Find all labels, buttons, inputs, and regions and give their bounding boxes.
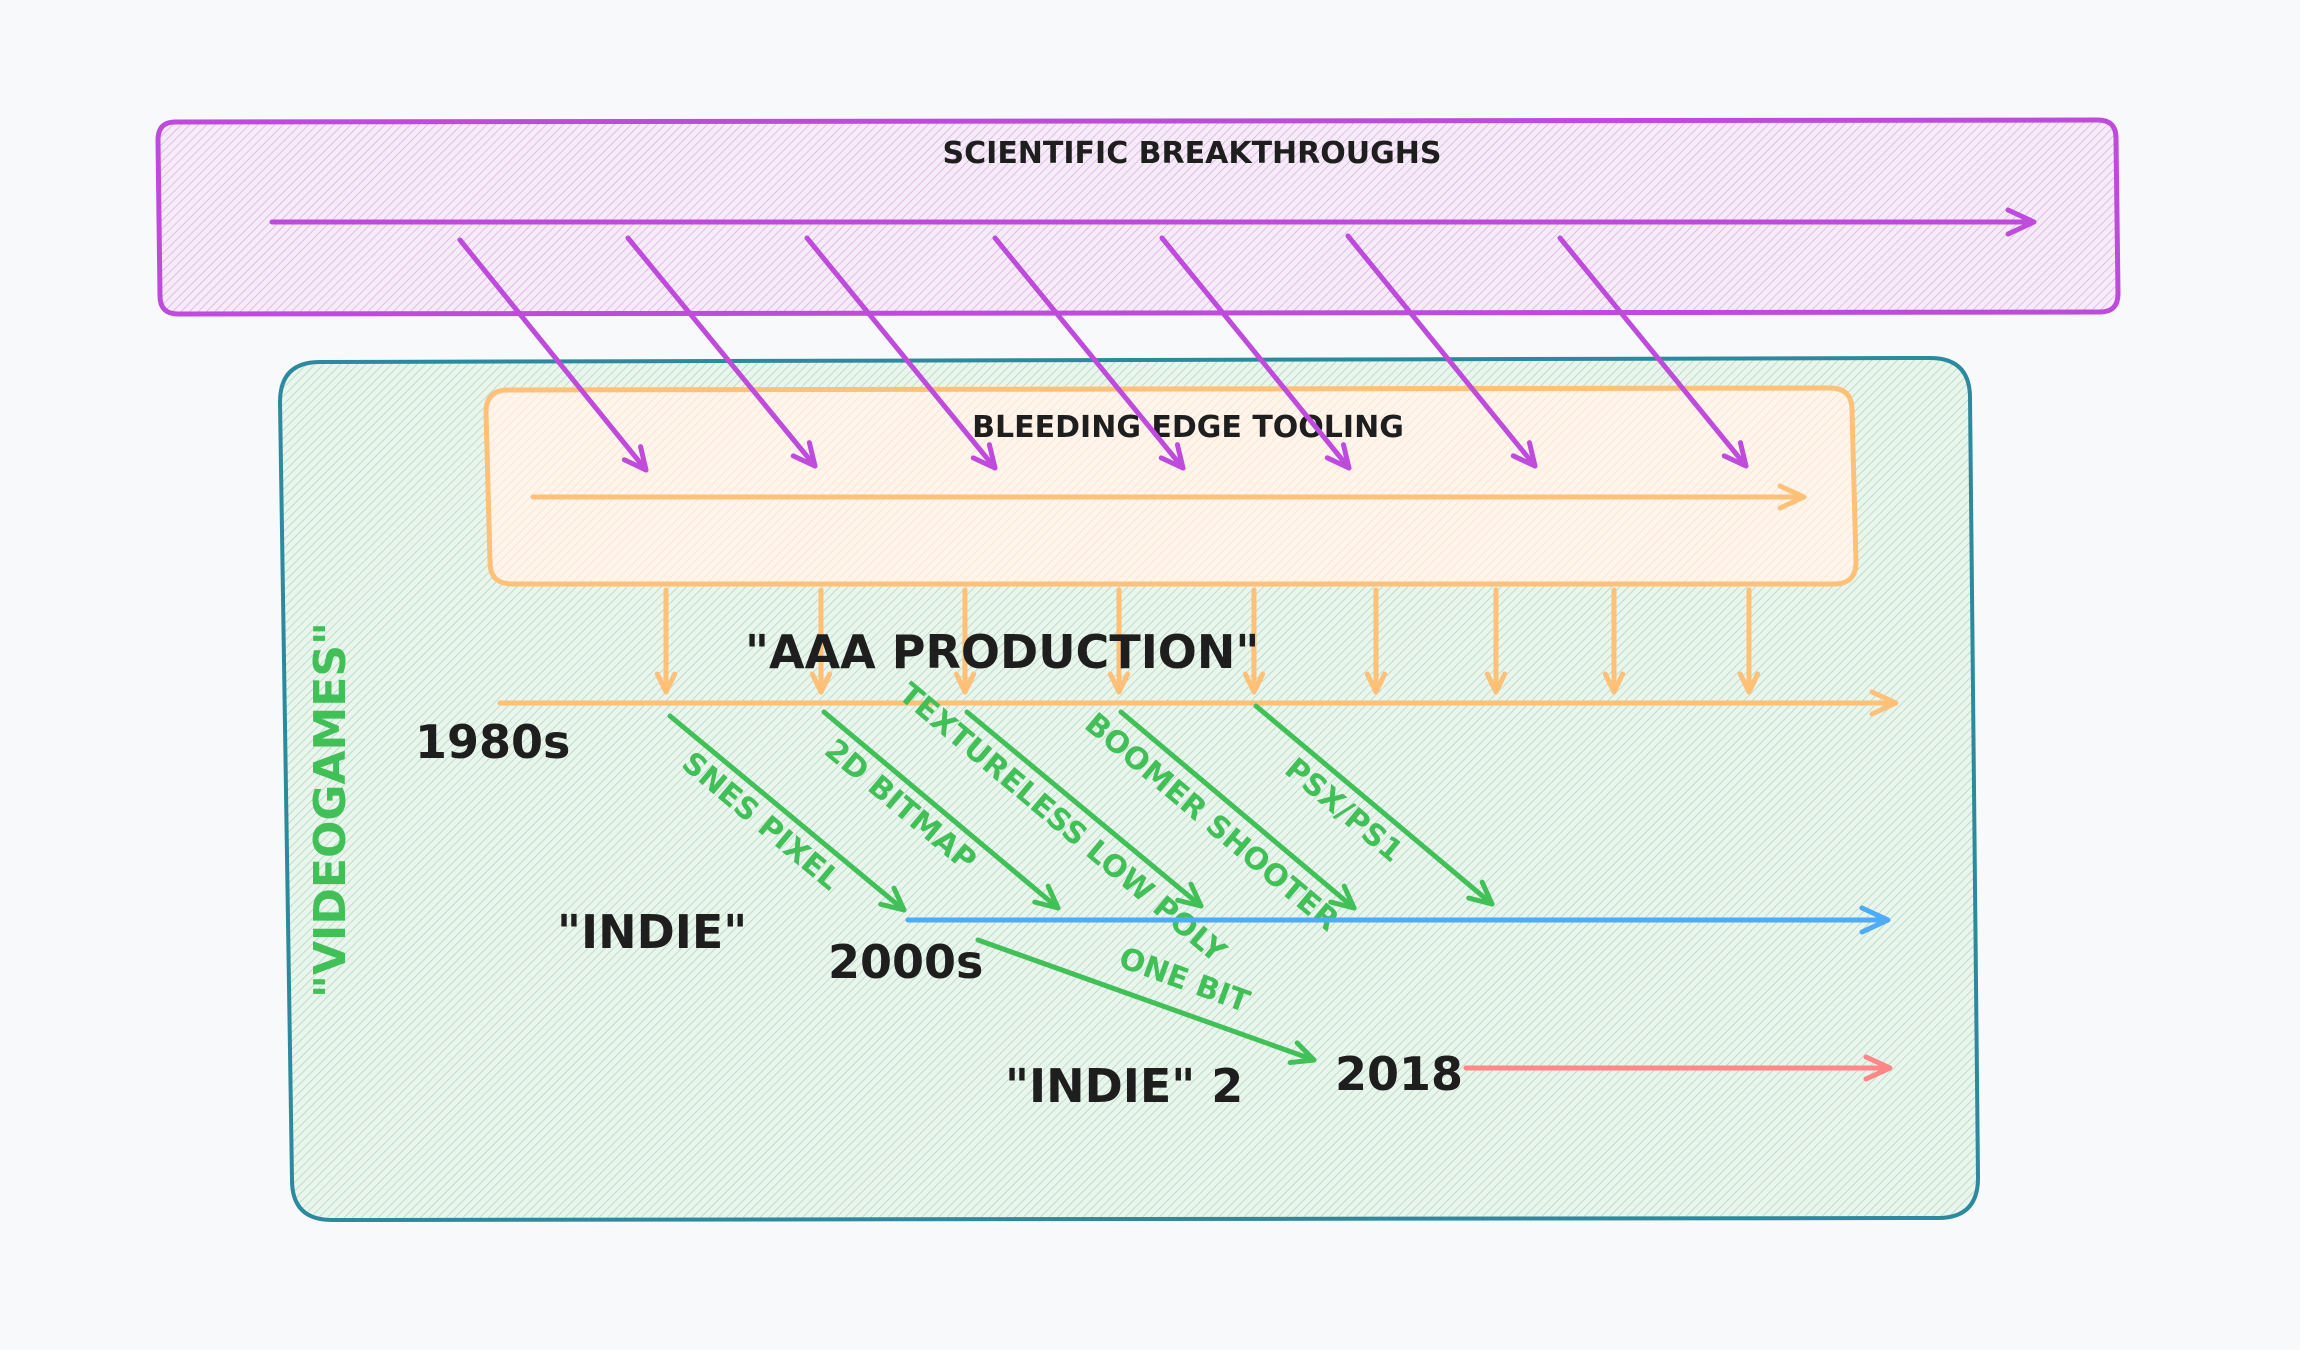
tooling-arrow-2 (809, 587, 833, 695)
science-timeline-arrow (269, 207, 2037, 237)
science-to-tooling-arrows (457, 233, 1749, 473)
aaa-label: "AAA PRODUCTION" (745, 625, 1259, 679)
genre-arrow-6 (975, 937, 1317, 1066)
indie-timeline-arrow (905, 905, 1891, 935)
aaa-timeline-arrow (497, 689, 1899, 717)
science-arrow-7 (1557, 235, 1749, 469)
science-region: SCIENTIFIC BREAKTHROUGHS (155, 117, 2121, 317)
tooling-region: BLEEDING EDGE TOOLING (483, 385, 1859, 587)
genre-arrow-1 (667, 713, 907, 913)
era-1980s-label: 1980s (415, 715, 570, 769)
science-arrow-3 (804, 235, 998, 471)
tooling-arrow-8 (1602, 587, 1626, 695)
science-arrow-6 (1345, 233, 1538, 469)
indie-label: "INDIE" (557, 905, 747, 959)
science-arrow-5 (1159, 235, 1352, 471)
science-arrow-4 (992, 235, 1186, 471)
genre-arrow-3 (964, 709, 1204, 909)
tooling-arrow-5 (1242, 587, 1266, 695)
tooling-arrow-1 (654, 587, 678, 695)
era-2018-label: 2018 (1335, 1047, 1463, 1101)
genre-arrow-2 (821, 709, 1061, 911)
tooling-title: BLEEDING EDGE TOOLING (972, 410, 1404, 445)
tooling-arrow-3 (953, 587, 977, 695)
science-arrow-2 (625, 235, 818, 469)
science-arrow-1 (457, 237, 649, 473)
genre-arrows (667, 703, 1495, 1066)
indie2-label: "INDIE" 2 (1005, 1059, 1243, 1113)
science-title: SCIENTIFIC BREAKTHROUGHS (943, 136, 1442, 171)
tooling-arrow-7 (1484, 587, 1508, 695)
genre-arrow-5 (1253, 703, 1495, 907)
indie2-timeline-arrow (1463, 1054, 1893, 1082)
tooling-arrow-6 (1364, 587, 1388, 695)
tooling-timeline-arrow (530, 483, 1807, 511)
tooling-to-aaa-arrows (654, 587, 1761, 695)
tooling-arrow-9 (1737, 587, 1761, 695)
genre-arrow-4 (1118, 709, 1357, 911)
tooling-arrow-4 (1107, 587, 1131, 695)
era-2000s-label: 2000s (828, 935, 983, 989)
videogames-title: "VIDEOGAMES" (305, 622, 356, 998)
